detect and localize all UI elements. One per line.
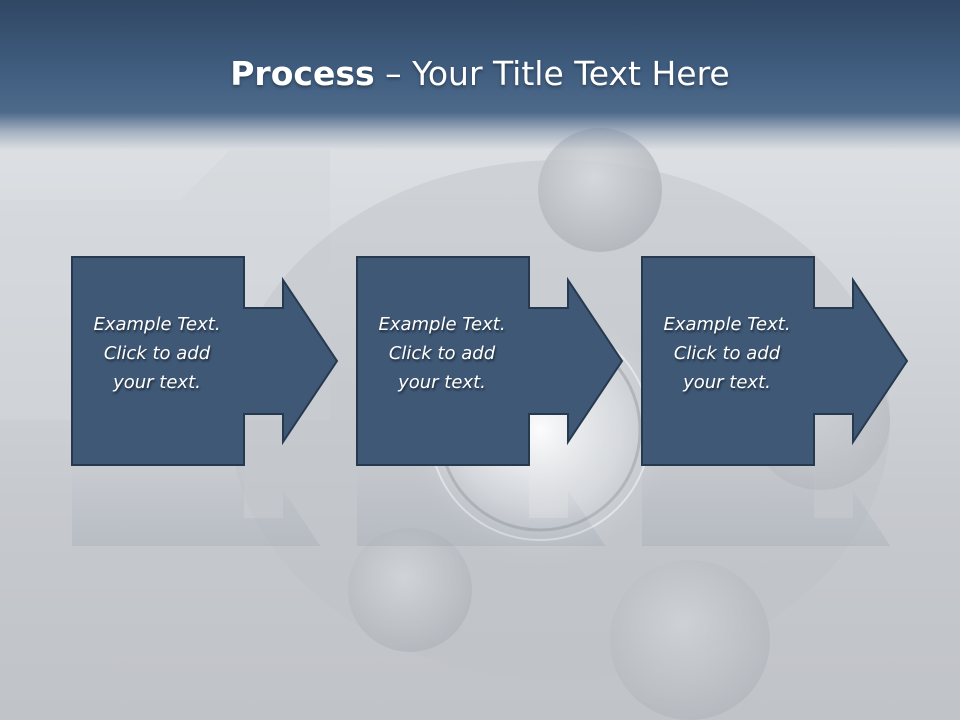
step-2-text[interactable]: Example Text. Click to add your text. <box>378 314 506 393</box>
right-arrow-icon <box>356 256 624 466</box>
process-step-3[interactable]: Example Text. Click to add your text. <box>641 256 960 546</box>
right-arrow-icon <box>71 256 339 466</box>
process-step-1[interactable]: Example Text. Click to add your text. <box>71 256 421 546</box>
step-3-text[interactable]: Example Text. Click to add your text. <box>663 314 791 393</box>
process-step-2[interactable]: Example Text. Click to add your text. <box>356 256 706 546</box>
title-bar <box>0 0 960 150</box>
step-1-shape <box>71 256 339 546</box>
step-3-shape <box>641 256 909 546</box>
step-2-shape <box>356 256 624 546</box>
title-rest: – Your Title Text Here <box>374 54 730 93</box>
slide-title[interactable]: Process – Your Title Text Here <box>0 52 960 96</box>
step-1-text[interactable]: Example Text. Click to add your text. <box>93 314 221 393</box>
title-bold: Process <box>230 54 375 93</box>
right-arrow-icon <box>641 256 909 466</box>
